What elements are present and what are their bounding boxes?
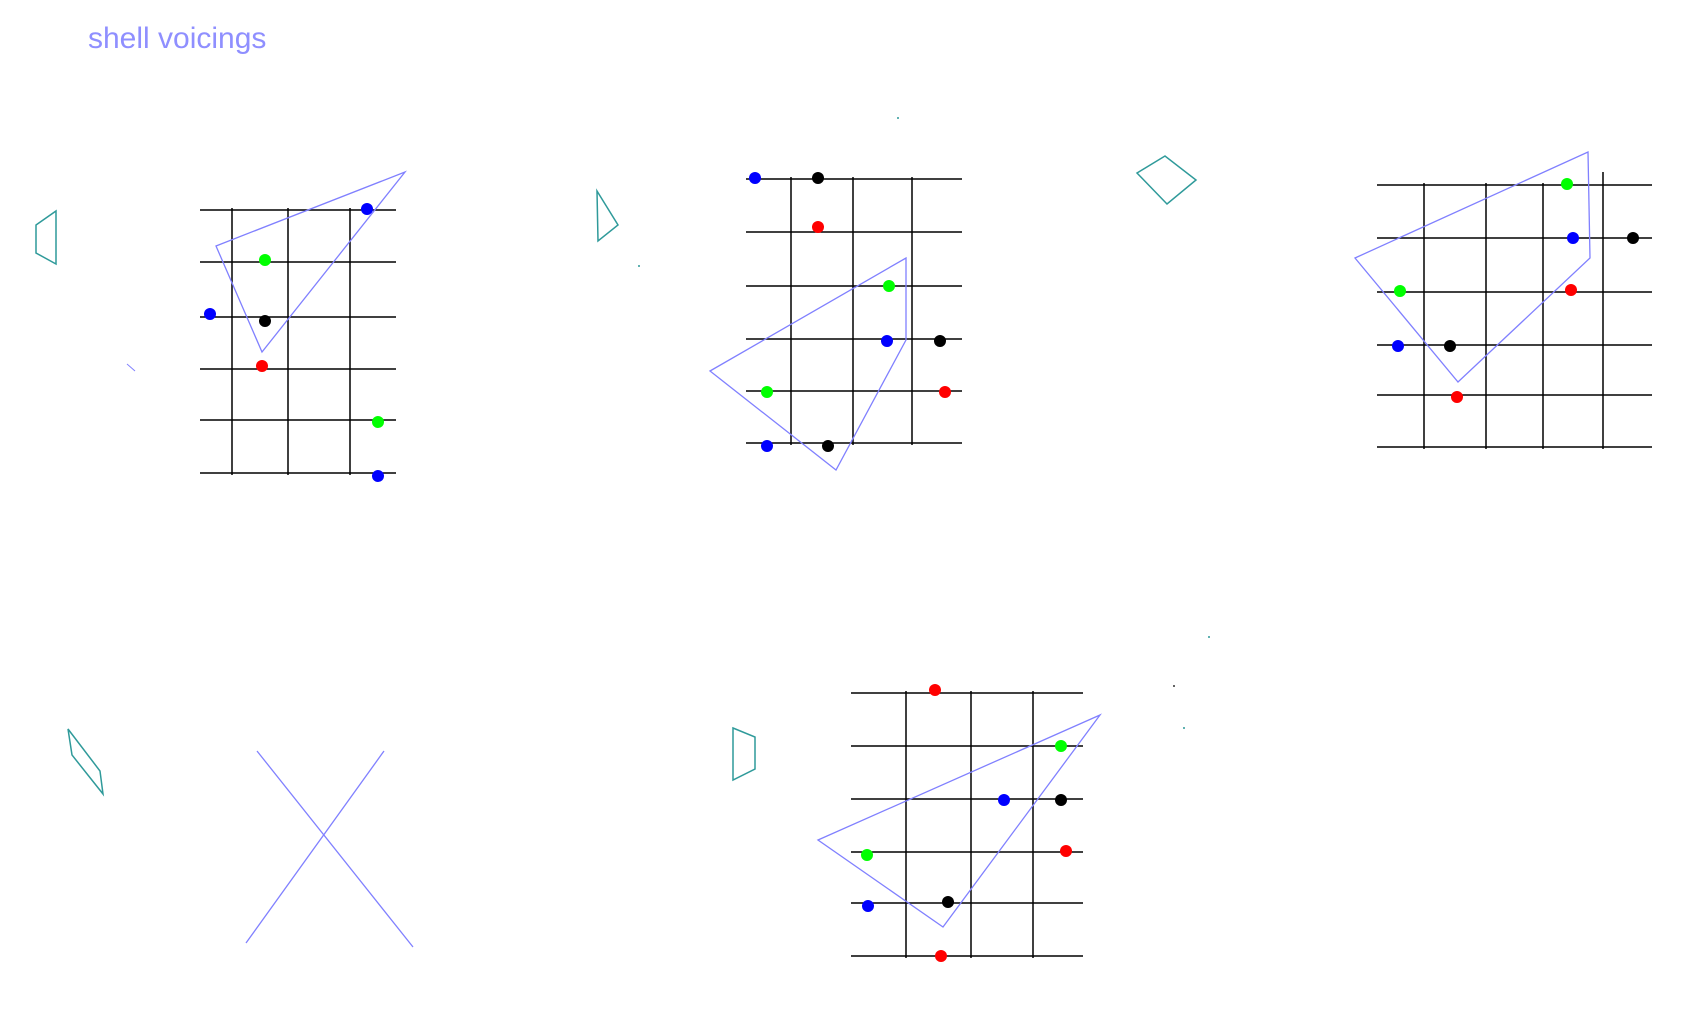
note-dot-green xyxy=(1561,178,1573,190)
fretboard-grid xyxy=(851,691,1083,958)
voicing-triangle xyxy=(215,170,408,354)
note-dot-blue xyxy=(204,308,216,320)
speck xyxy=(1173,685,1175,687)
stray-specks xyxy=(126,117,1210,729)
fretboard-grid xyxy=(746,177,962,445)
triangle-outline-icon xyxy=(596,188,619,243)
note-dot-black xyxy=(259,315,271,327)
note-dot-blue xyxy=(1567,232,1579,244)
note-dot-red xyxy=(256,360,268,372)
note-dot-blue xyxy=(862,900,874,912)
note-dot-green xyxy=(259,254,271,266)
note-dot-blue xyxy=(881,335,893,347)
note-dot-red xyxy=(812,221,824,233)
page-title: shell voicings xyxy=(88,22,267,55)
note-dot-blue xyxy=(361,203,373,215)
note-dot-black xyxy=(822,440,834,452)
note-dot-blue xyxy=(761,440,773,452)
note-dot-blue xyxy=(749,172,761,184)
fretboard-4 xyxy=(816,684,1102,962)
fretboard-grid xyxy=(200,208,396,475)
note-dot-red xyxy=(929,684,941,696)
note-dot-blue xyxy=(1392,340,1404,352)
speck xyxy=(897,117,899,119)
note-dot-blue xyxy=(998,794,1010,806)
note-dot-black xyxy=(1444,340,1456,352)
fretboard-grid xyxy=(1377,172,1652,449)
voicing-triangle xyxy=(1353,150,1591,383)
note-dot-green xyxy=(883,280,895,292)
speck xyxy=(126,363,136,372)
note-dot-red xyxy=(1451,391,1463,403)
note-dot-green xyxy=(1394,285,1406,297)
empty-slot-cross xyxy=(245,750,414,948)
note-dot-green xyxy=(372,416,384,428)
cross-line xyxy=(256,750,414,948)
voicing-triangle xyxy=(816,713,1102,928)
note-dot-red xyxy=(1060,845,1072,857)
note-dot-green xyxy=(861,849,873,861)
fretboard-3 xyxy=(1353,150,1652,449)
speck xyxy=(1183,727,1185,729)
diamond-outline-icon xyxy=(1135,155,1198,206)
speck xyxy=(1208,636,1210,638)
parallelogram-outline-icon xyxy=(67,728,105,797)
fretboard-1 xyxy=(200,170,408,482)
voicing-triangle xyxy=(708,256,907,471)
fretboard-2 xyxy=(708,172,962,471)
note-dot-black xyxy=(934,335,946,347)
note-dot-black xyxy=(1055,794,1067,806)
note-dot-green xyxy=(761,386,773,398)
speck xyxy=(638,265,640,267)
note-dot-red xyxy=(935,950,947,962)
trapezoid-outline-icon xyxy=(732,726,756,782)
note-dot-red xyxy=(939,386,951,398)
note-dot-red xyxy=(1565,284,1577,296)
note-dot-black xyxy=(942,896,954,908)
shape-icons xyxy=(35,155,1198,797)
note-dot-green xyxy=(1055,740,1067,752)
note-dot-blue xyxy=(372,470,384,482)
note-dot-black xyxy=(1627,232,1639,244)
note-dot-black xyxy=(812,172,824,184)
trapezoid-outline-icon xyxy=(35,209,57,266)
cross-line xyxy=(245,750,385,944)
